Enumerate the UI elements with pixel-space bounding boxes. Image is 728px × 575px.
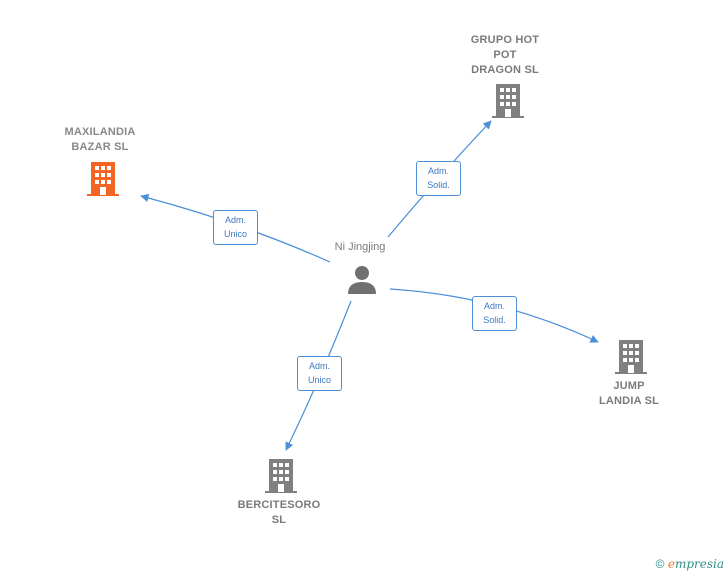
person-name-label[interactable]: Ni Jingjing xyxy=(334,241,386,253)
role-line1: Adm. xyxy=(427,166,449,176)
role-line1: Adm. xyxy=(483,301,505,311)
brand-logo-e: e xyxy=(667,557,675,571)
role-line1: Adm. xyxy=(308,361,330,371)
company-label-jump[interactable]: JUMP LANDIA SL xyxy=(598,380,660,407)
company-label-grupo[interactable]: GRUPO HOT POT DRAGON SL xyxy=(470,34,540,76)
building-icon-bercitesoro[interactable] xyxy=(265,459,297,493)
role-line2: Solid. xyxy=(427,180,450,190)
brand-footer[interactable]: © empresia xyxy=(656,557,724,571)
edge-role-maxilandia: Adm. Unico xyxy=(213,210,258,245)
building-icon-grupo[interactable] xyxy=(492,84,524,118)
role-line2: Solid. xyxy=(483,315,506,325)
company-label-maxilandia[interactable]: MAXILANDIA BAZAR SL xyxy=(64,126,136,153)
edge-role-bercitesoro: Adm. Unico xyxy=(297,356,342,391)
edge-role-jump: Adm. Solid. xyxy=(472,296,517,331)
copyright-icon: © xyxy=(655,557,665,571)
building-icon-maxilandia[interactable] xyxy=(87,162,119,196)
brand-logo-text: mpresia xyxy=(674,557,724,571)
person-icon[interactable] xyxy=(348,266,376,294)
company-label-bercitesoro[interactable]: BERCITESORO SL xyxy=(237,499,321,526)
role-line1: Adm. xyxy=(224,215,246,225)
role-line2: Unico xyxy=(223,229,247,239)
building-icon-jump[interactable] xyxy=(615,340,647,374)
edge-role-grupo: Adm. Solid. xyxy=(416,161,461,196)
role-line2: Unico xyxy=(307,375,331,385)
